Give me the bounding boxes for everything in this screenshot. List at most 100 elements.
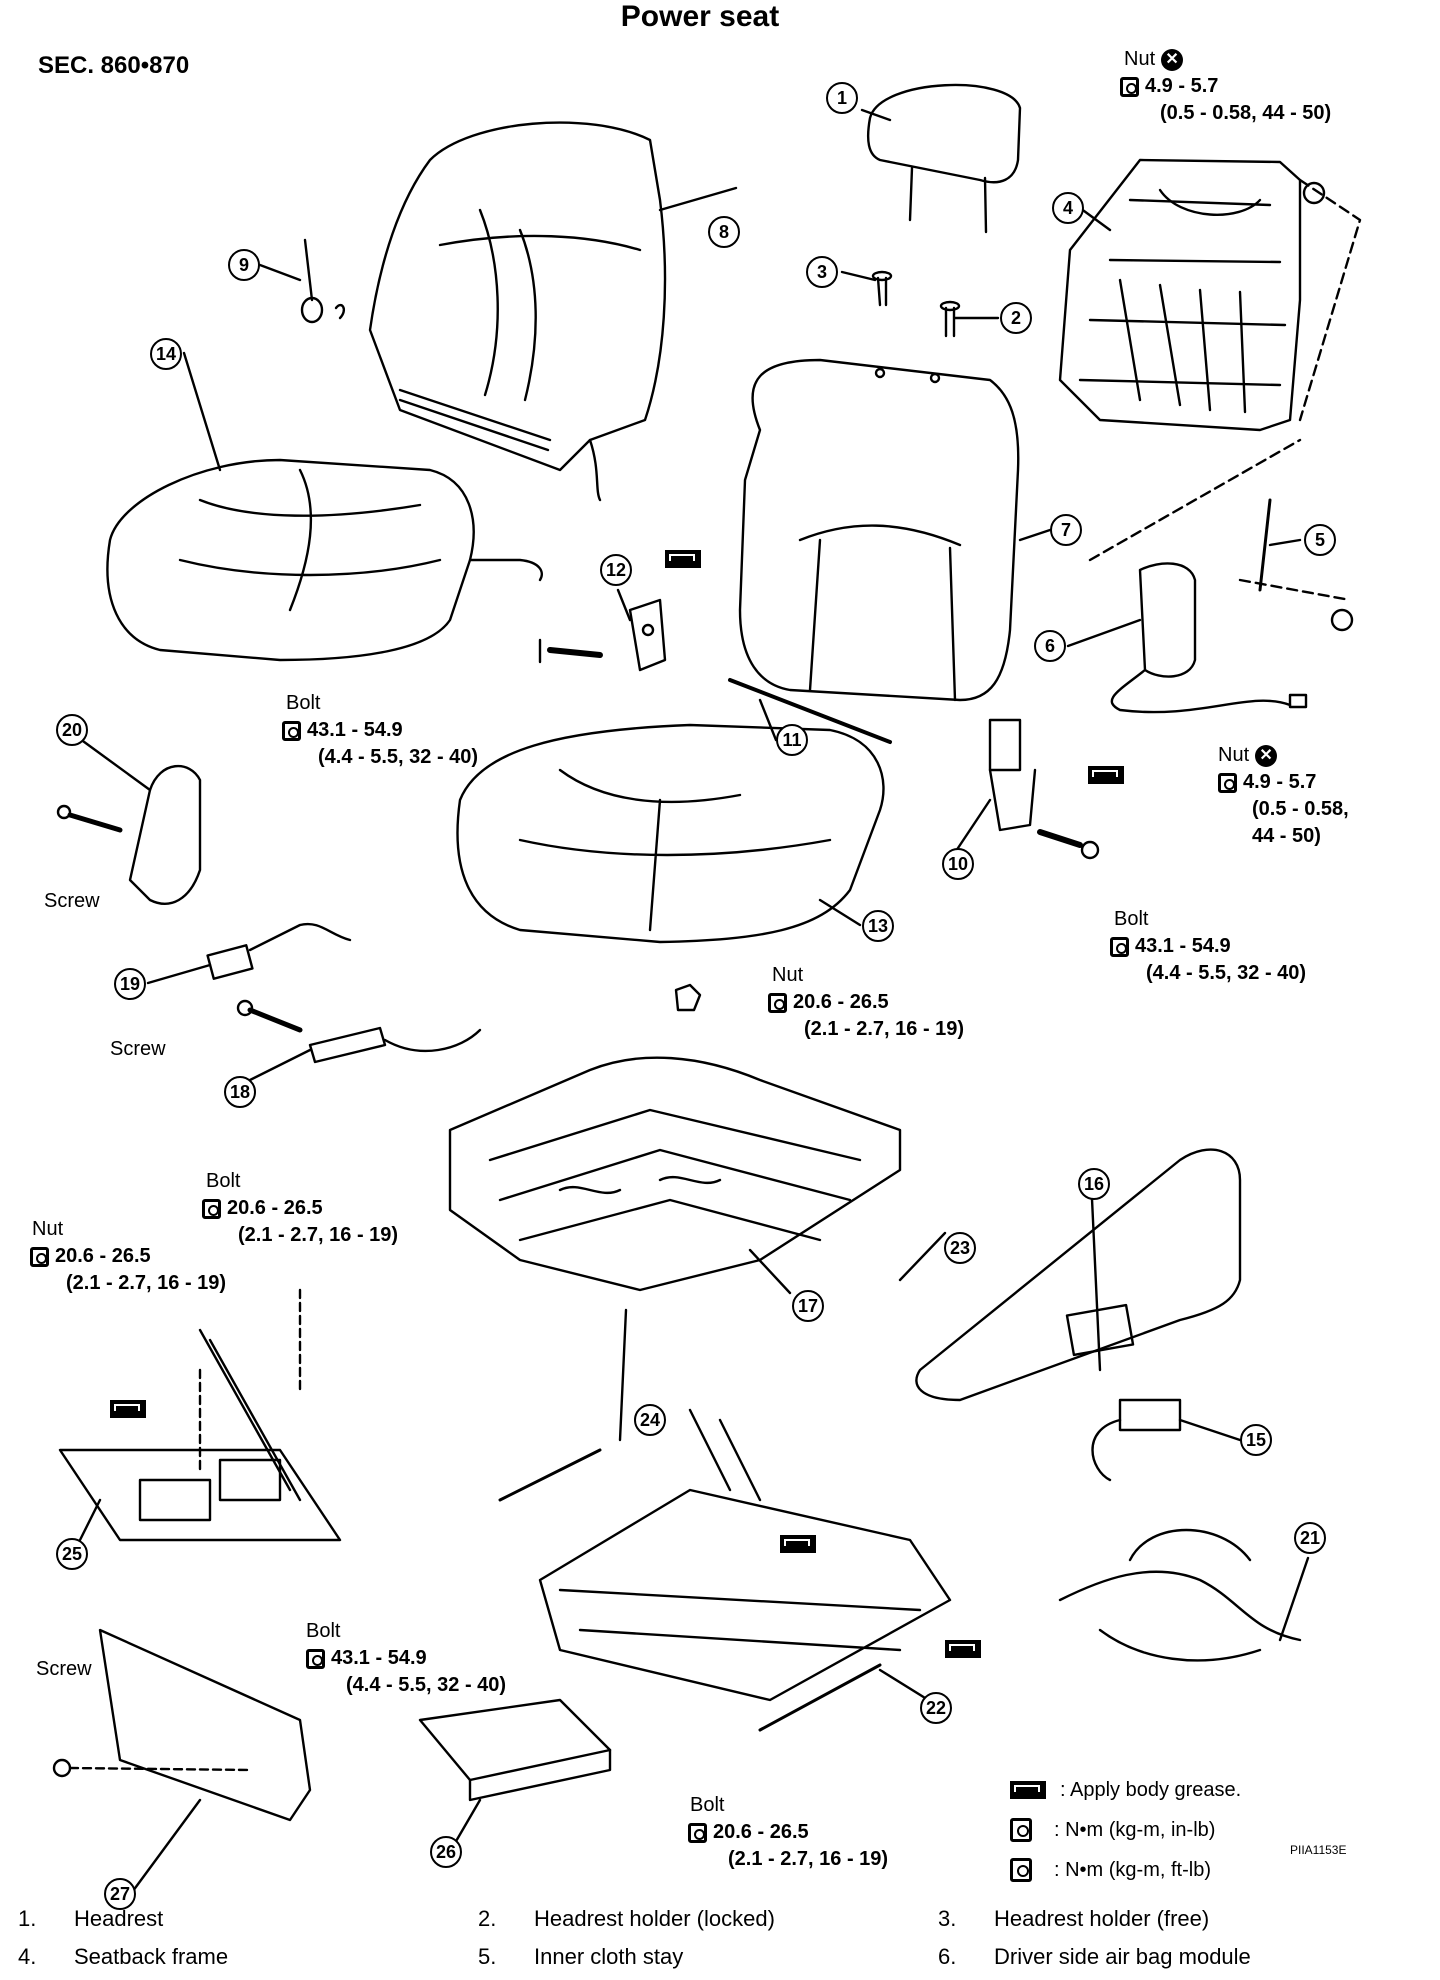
bolt-left-annotation: Bolt 43.1 - 54.9 (4.4 - 5.5, 32 - 40) — [282, 690, 478, 771]
bolt-label: Bolt — [1114, 908, 1149, 930]
callout-17: 17 — [792, 1290, 824, 1322]
torque-icon — [1110, 936, 1129, 957]
grease-icon — [1010, 1781, 1046, 1799]
callout-3: 3 — [806, 256, 838, 288]
screw-label: Screw — [36, 1658, 92, 1680]
cover-panel-shape — [52, 1628, 312, 1822]
callout-9: 9 — [228, 249, 260, 281]
nut-label: Nut — [32, 1218, 64, 1240]
torque-sub: (2.1 - 2.7, 16 - 19) — [804, 1018, 965, 1040]
seatback-frame-shape — [1058, 158, 1302, 432]
seat-wire-shape — [728, 678, 892, 744]
bolt-label: Bolt — [690, 1794, 725, 1816]
torque-icon — [1120, 76, 1139, 97]
legend-text: : Apply body grease. — [1060, 1779, 1242, 1801]
callout-13: 13 — [862, 910, 894, 942]
control-unit-shape — [418, 1698, 612, 1802]
bolt-lower-annotation: Bolt 43.1 - 54.9 (4.4 - 5.5, 32 - 40) — [306, 1618, 506, 1699]
part-number: 3. — [938, 1906, 957, 1931]
callout-22: 22 — [920, 1692, 952, 1724]
nut-right-annotation: Nut✕ 4.9 - 5.7 (0.5 - 0.58, 44 - 50) — [1218, 742, 1349, 850]
callout-27: 27 — [104, 1878, 136, 1910]
parts-row: 4.Seatback frame 5.Inner cloth stay 6.Dr… — [0, 1944, 1440, 1980]
part-name: Headrest holder (free) — [994, 1906, 1210, 1931]
slide-motor-shape — [58, 1288, 342, 1542]
lumbar-knob-shape — [300, 238, 346, 324]
seat-cushion-pad-shape — [456, 723, 885, 944]
nut-shape — [1302, 181, 1326, 205]
cloth-stay-shape — [1258, 498, 1272, 592]
torque-icon — [202, 1198, 221, 1219]
part-name: Driver side air bag module — [994, 1944, 1251, 1969]
callout-15: 15 — [1240, 1424, 1272, 1456]
nut-center-annotation: Nut 20.6 - 26.5 (2.1 - 2.7, 16 - 19) — [768, 962, 964, 1043]
grease-icon — [945, 1640, 981, 1658]
parts-row: 1.Headrest 2.Headrest holder (locked) 3.… — [0, 1906, 1440, 1942]
part-number: 4. — [18, 1944, 37, 1969]
callout-24: 24 — [634, 1404, 666, 1436]
torque-value: 4.9 - 5.7 — [1145, 75, 1219, 97]
nut-label: Nut — [772, 964, 804, 986]
torque-icon — [1218, 772, 1237, 793]
headrest-holder-shapes — [871, 270, 961, 338]
torque-sub-2: 44 - 50) — [1252, 825, 1321, 847]
section-number: SEC. 860•870 — [38, 52, 190, 79]
torque-icon — [306, 1648, 325, 1669]
legend: : Apply body grease. : N•m (kg-m, in-lb)… — [1010, 1770, 1241, 1890]
seatback-trim-shape — [738, 358, 1020, 702]
rod-shape — [758, 1663, 882, 1732]
part-number: 2. — [478, 1906, 497, 1931]
nut-label: Nut — [1218, 744, 1250, 766]
callout-19: 19 — [114, 968, 146, 1000]
harness-shape — [1058, 1528, 1302, 1662]
figure-code: PIIA1153E — [1290, 1843, 1347, 1857]
screw-label: Screw — [110, 1038, 166, 1060]
non-reusable-icon: ✕ — [1255, 744, 1278, 767]
screw-label: Screw — [44, 890, 100, 912]
torque-icon — [1010, 1858, 1032, 1882]
legend-text: : N•m (kg-m, in-lb) — [1054, 1819, 1216, 1841]
callout-16: 16 — [1078, 1168, 1110, 1200]
callout-8: 8 — [708, 216, 740, 248]
callout-20: 20 — [56, 714, 88, 746]
torque-value: 20.6 - 26.5 — [55, 1245, 151, 1267]
callout-10: 10 — [942, 848, 974, 880]
callout-7: 7 — [1050, 514, 1082, 546]
bolt-right-annotation: Bolt 43.1 - 54.9 (4.4 - 5.5, 32 - 40) — [1110, 906, 1306, 987]
torque-sub: (2.1 - 2.7, 16 - 19) — [66, 1272, 227, 1294]
bolt-label: Bolt — [206, 1170, 241, 1192]
seat-frame-shape — [448, 1056, 902, 1292]
seat-switch-shape — [236, 999, 482, 1064]
torque-value: 43.1 - 54.9 — [307, 719, 403, 741]
part-name: Headrest holder (locked) — [534, 1906, 775, 1931]
torque-sub: (4.4 - 5.5, 32 - 40) — [318, 746, 479, 768]
torque-value: 4.9 - 5.7 — [1243, 771, 1317, 793]
torque-icon — [688, 1822, 707, 1843]
torque-sub: (2.1 - 2.7, 16 - 19) — [238, 1224, 399, 1246]
torque-sub-1: (0.5 - 0.58, — [1252, 798, 1349, 820]
recliner-motor-shape — [988, 718, 1100, 860]
callout-26: 26 — [430, 1836, 462, 1868]
callout-12: 12 — [600, 554, 632, 586]
part-name: Seatback frame — [74, 1944, 229, 1969]
seatback-pad-shape — [368, 121, 667, 502]
callout-5: 5 — [1304, 524, 1336, 556]
torque-sub: (2.1 - 2.7, 16 - 19) — [728, 1848, 889, 1870]
link-shape — [498, 1448, 602, 1502]
torque-value: 20.6 - 26.5 — [713, 1821, 809, 1843]
callout-2: 2 — [1000, 302, 1032, 334]
bolt-bottom-annotation: Bolt 20.6 - 26.5 (2.1 - 2.7, 16 - 19) — [688, 1792, 888, 1873]
callout-25: 25 — [56, 1538, 88, 1570]
callout-11: 11 — [776, 724, 808, 756]
airbag-module-shape — [1110, 562, 1308, 714]
legend-row: : N•m (kg-m, in-lb) — [1010, 1810, 1241, 1850]
legend-row: : N•m (kg-m, ft-lb) — [1010, 1850, 1241, 1890]
torque-value: 43.1 - 54.9 — [331, 1647, 427, 1669]
torque-sub: (0.5 - 0.58, 44 - 50) — [1160, 102, 1332, 124]
callout-1: 1 — [826, 82, 858, 114]
non-reusable-icon: ✕ — [1161, 48, 1184, 71]
grease-icon — [665, 550, 701, 568]
exploded-view-drawing — [52, 83, 1362, 1897]
part-number: 1. — [18, 1906, 37, 1931]
